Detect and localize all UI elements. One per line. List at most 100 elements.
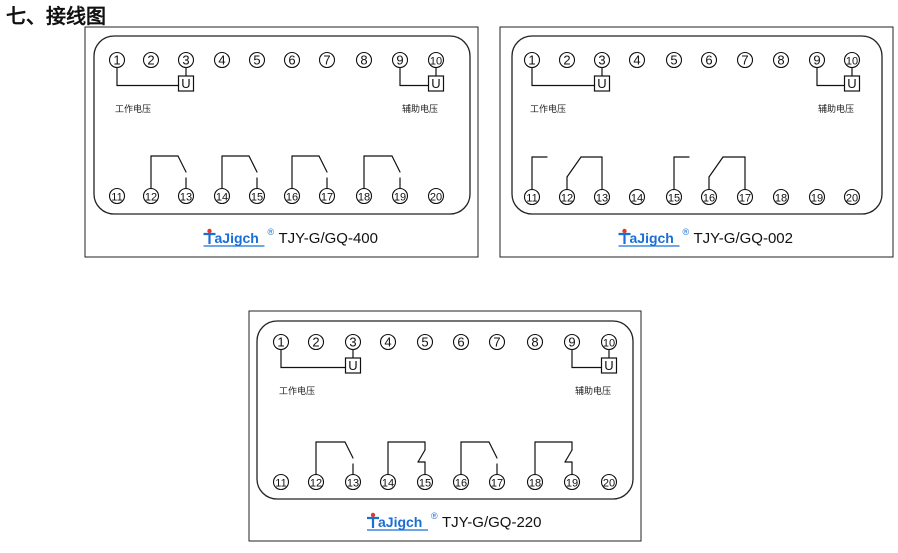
terminal-11	[108, 187, 126, 205]
contact-blade	[391, 155, 401, 173]
terminal-7	[488, 333, 506, 351]
terminal-6	[452, 333, 470, 351]
terminal-label-9: 9	[813, 53, 820, 68]
terminal-label-5: 5	[421, 335, 428, 350]
terminal-block	[511, 35, 883, 215]
terminal-2	[142, 51, 160, 69]
coil-box-aux	[843, 75, 861, 92]
contact-no-0	[150, 155, 187, 190]
coil-u-working: U	[348, 358, 357, 373]
terminal-label-2: 2	[312, 335, 319, 350]
coil-box-aux	[427, 75, 445, 92]
terminal-7	[318, 51, 336, 69]
terminal-label-5: 5	[670, 53, 677, 68]
terminal-8	[772, 51, 790, 69]
model-name: TJY-G/GQ-220	[442, 514, 541, 531]
terminal-4	[379, 333, 397, 351]
terminal-label-17: 17	[491, 478, 503, 490]
terminal-label-16: 16	[455, 478, 467, 490]
terminal-6	[283, 51, 301, 69]
terminal-label-17: 17	[321, 192, 333, 204]
terminal-label-9: 9	[568, 335, 575, 350]
working-voltage-label: 工作电压	[279, 385, 315, 397]
coil-u-aux: U	[604, 358, 613, 373]
contact-blade	[344, 441, 354, 459]
terminal-label-16: 16	[703, 193, 715, 205]
terminal-label-6: 6	[705, 53, 712, 68]
terminal-block	[256, 320, 634, 500]
coil-box-working	[177, 75, 195, 92]
terminal-label-14: 14	[216, 192, 228, 204]
terminal-8	[526, 333, 544, 351]
terminal-4	[213, 51, 231, 69]
panel-frame	[499, 26, 894, 258]
terminal-8	[355, 51, 373, 69]
registered-mark: ®	[431, 511, 438, 521]
terminal-label-6: 6	[288, 53, 295, 68]
contact-blade	[564, 449, 573, 463]
terminal-label-19: 19	[394, 192, 406, 204]
terminal-label-12: 12	[310, 478, 322, 490]
terminal-19	[808, 188, 826, 206]
terminal-6	[700, 51, 718, 69]
contact-nc-3	[534, 441, 573, 476]
contact-blade	[248, 155, 258, 173]
brand-logo-dot	[622, 228, 627, 234]
terminal-label-3: 3	[349, 335, 356, 350]
terminal-label-4: 4	[633, 53, 640, 68]
contact-no-0	[315, 441, 354, 476]
terminal-label-7: 7	[493, 335, 500, 350]
terminal-label-14: 14	[631, 193, 643, 205]
terminal-label-20: 20	[846, 193, 858, 205]
terminal-label-4: 4	[384, 335, 391, 350]
terminal-11	[272, 473, 290, 491]
terminal-20	[843, 188, 861, 206]
terminal-label-11: 11	[526, 193, 537, 205]
registered-mark: ®	[683, 227, 690, 237]
terminal-label-11: 11	[111, 192, 122, 204]
section-title: 七、接线图	[6, 4, 106, 28]
terminal-label-15: 15	[251, 192, 263, 204]
brand-logo-dot	[370, 512, 376, 518]
terminal-label-17: 17	[739, 193, 751, 205]
terminal-label-13: 13	[180, 192, 192, 204]
contact-blade	[708, 156, 724, 178]
terminal-label-13: 13	[347, 478, 359, 490]
terminal-20	[600, 473, 618, 491]
terminal-2	[307, 333, 325, 351]
terminal-label-1: 1	[277, 335, 284, 350]
registered-mark: ®	[268, 227, 275, 237]
terminal-label-2: 2	[563, 53, 570, 68]
terminal-label-19: 19	[811, 193, 823, 205]
terminal-label-11: 11	[275, 478, 286, 490]
terminal-label-15: 15	[419, 478, 431, 490]
contact-blade	[566, 156, 582, 178]
terminal-label-6: 6	[457, 335, 464, 350]
terminal-label-10: 10	[430, 56, 442, 68]
contact-blade	[417, 449, 426, 463]
contact-no-2	[460, 441, 498, 476]
terminal-label-13: 13	[596, 193, 608, 205]
coil-box-aux	[600, 357, 618, 374]
terminal-4	[628, 51, 646, 69]
contact-blade	[318, 155, 328, 173]
brand-logo-icon	[203, 232, 216, 244]
coil-box-working	[344, 357, 362, 374]
terminal-label-1: 1	[113, 53, 120, 68]
working-voltage-label: 工作电压	[115, 103, 151, 115]
terminal-label-7: 7	[741, 53, 748, 68]
contact-no-3	[363, 155, 401, 190]
contact-no-2	[291, 155, 328, 190]
brand-name: aJigch	[630, 230, 674, 246]
terminal-label-18: 18	[529, 478, 541, 490]
contact-co-0	[531, 156, 603, 191]
terminal-14	[628, 188, 646, 206]
working-voltage-label: 工作电压	[530, 103, 566, 115]
terminal-label-12: 12	[561, 193, 573, 205]
contact-blade	[488, 441, 498, 459]
terminal-label-15: 15	[668, 193, 680, 205]
